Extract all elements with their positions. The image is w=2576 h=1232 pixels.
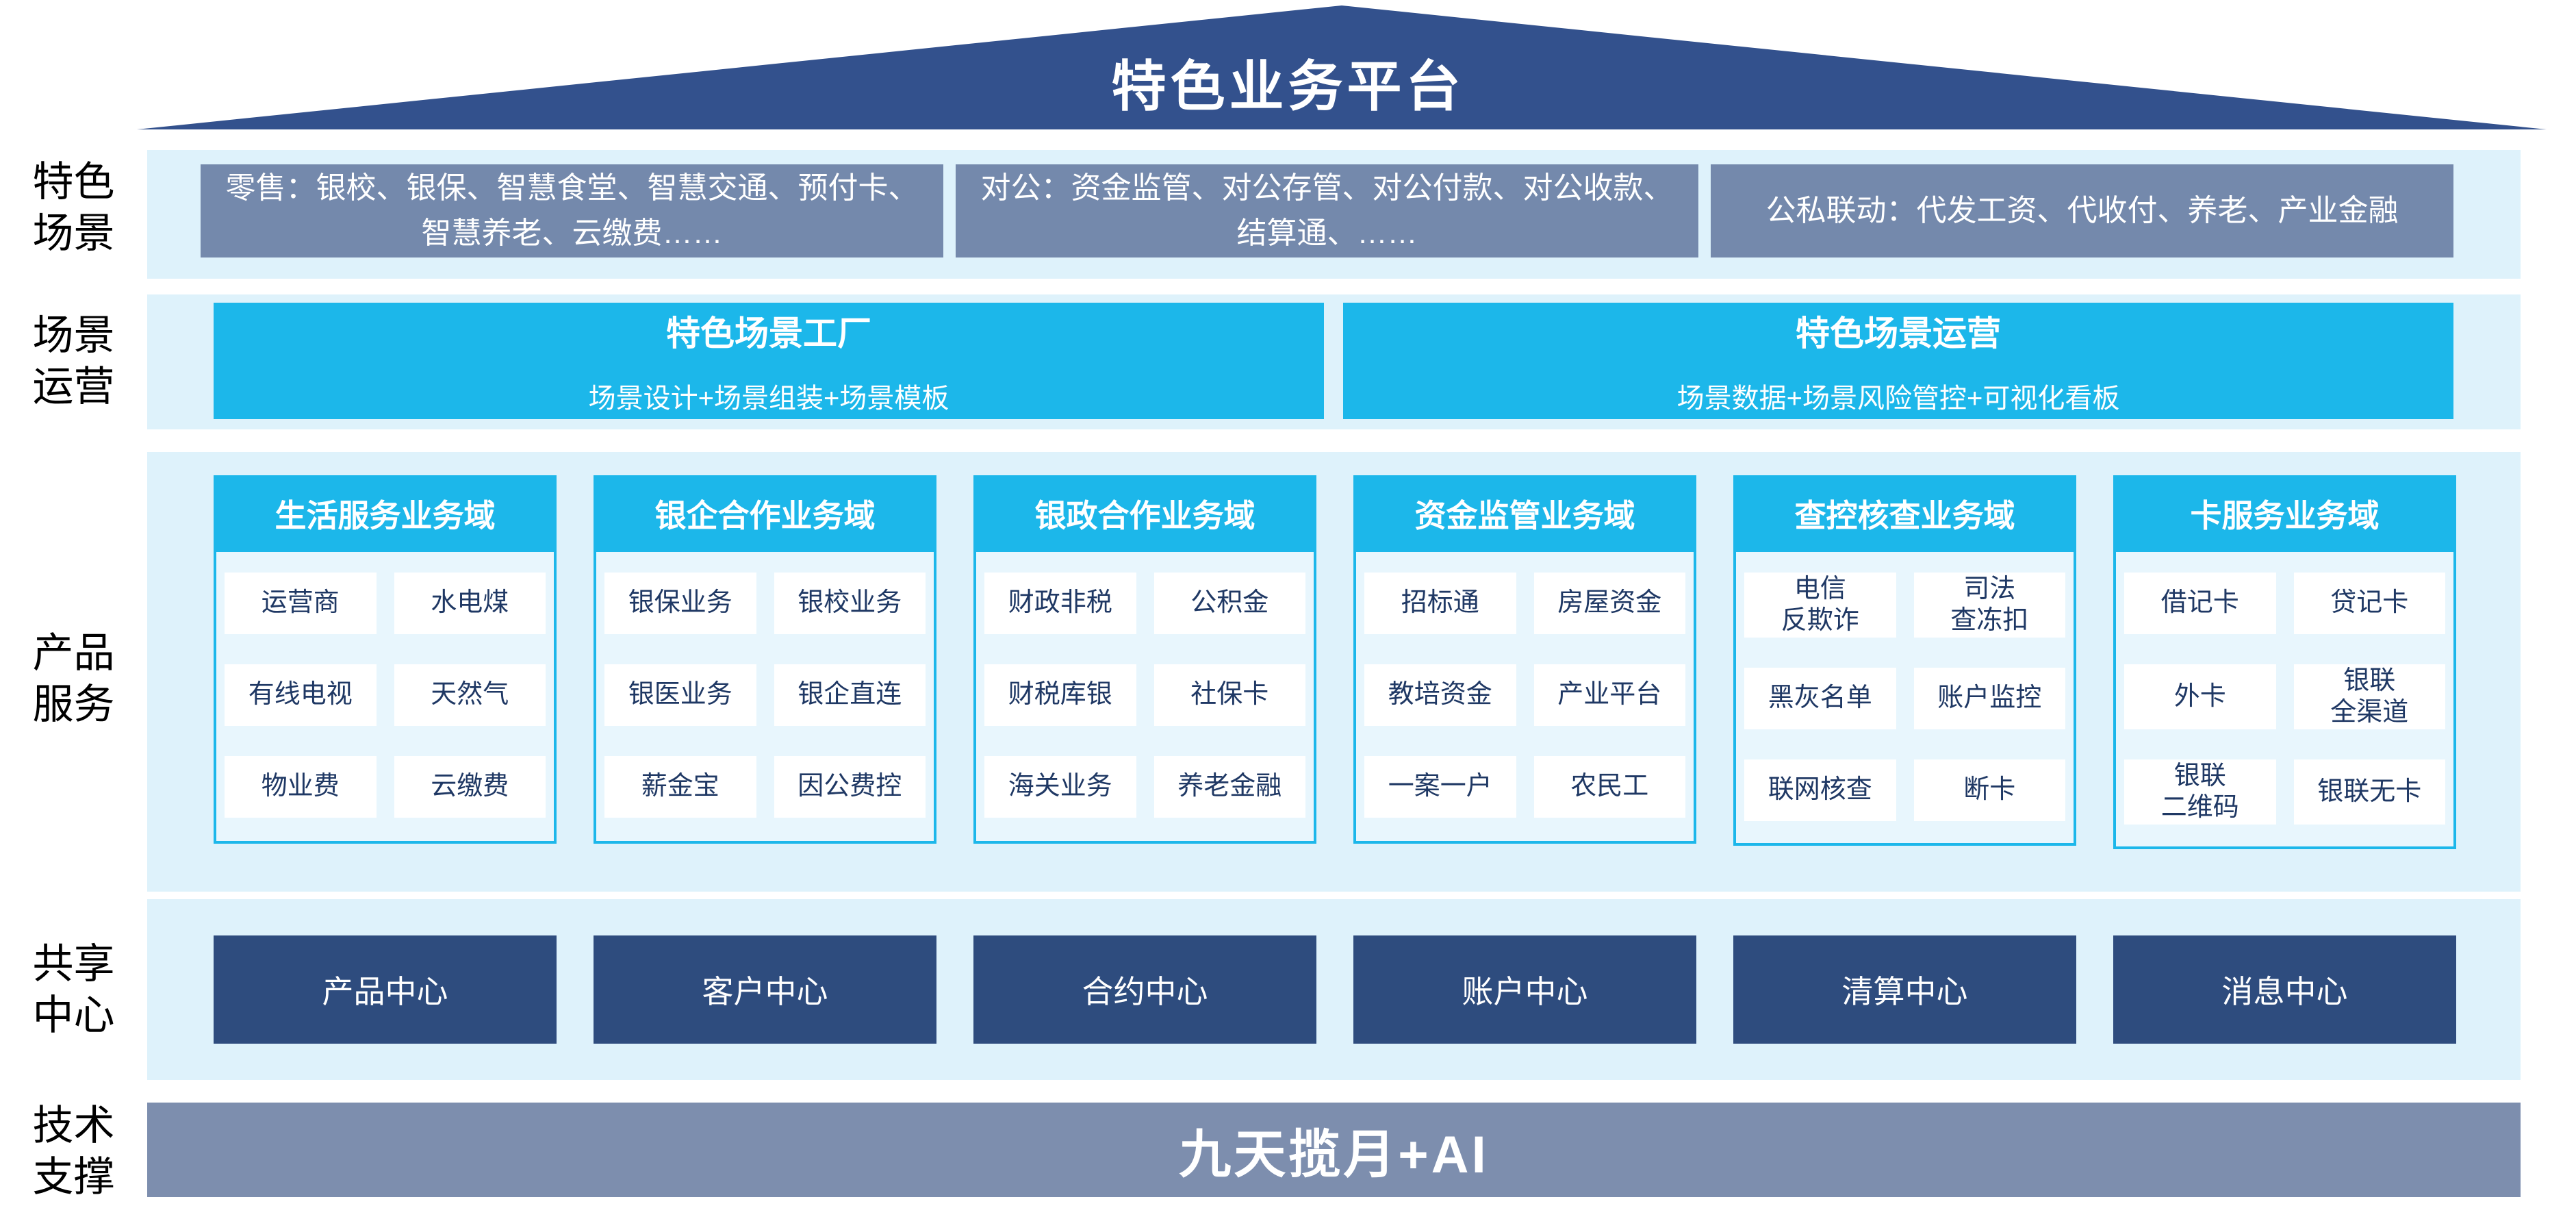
domain-column-life-services: 生活服务业务域 运营商 水电煤 有线电视 天然气 物业费 云缴费 <box>214 475 557 844</box>
side-label-line: 技术 <box>32 1103 115 1148</box>
side-label-tech-support: 技术 支撑 <box>0 1100 147 1203</box>
ops-box-scene-factory: 特色场景工厂 场景设计+场景组装+场景模板 <box>214 303 1324 419</box>
product-item: 教培资金 <box>1364 664 1516 726</box>
side-label-line: 运营 <box>32 364 115 410</box>
side-label-line: 中心 <box>32 992 115 1038</box>
side-label-line: 支撑 <box>32 1154 115 1200</box>
product-item: 银企直连 <box>774 664 926 726</box>
domain-column-bank-government: 银政合作业务域 财政非税 公积金 财税库银 社保卡 海关业务 养老金融 <box>973 475 1316 844</box>
product-item: 司法 查冻扣 <box>1913 573 2065 638</box>
product-item: 银联无卡 <box>2293 759 2445 825</box>
side-label-product-services: 产品 服务 <box>0 627 147 730</box>
domain-column-header: 银企合作业务域 <box>594 475 936 552</box>
product-item: 财税库银 <box>984 664 1136 726</box>
side-label-featured-scenes: 特色 场景 <box>0 156 147 259</box>
product-item: 云缴费 <box>394 756 546 818</box>
platform-title: 特色业务平台 <box>1111 56 1465 117</box>
product-item: 外卡 <box>2124 664 2276 730</box>
domain-column-body: 财政非税 公积金 财税库银 社保卡 海关业务 养老金融 <box>973 552 1316 844</box>
product-item: 银医业务 <box>604 664 756 726</box>
shared-center-clearing: 清算中心 <box>1733 935 2076 1044</box>
side-label-line: 产品 <box>32 630 115 676</box>
ops-box-title: 特色场景运营 <box>1796 314 2001 353</box>
product-item: 银校业务 <box>774 573 926 634</box>
product-item: 社保卡 <box>1153 664 1305 726</box>
product-domain-columns: 生活服务业务域 运营商 水电煤 有线电视 天然气 物业费 云缴费 银企合作业务域… <box>214 475 2456 850</box>
domain-column-body: 运营商 水电煤 有线电视 天然气 物业费 云缴费 <box>214 552 557 844</box>
side-label-line: 服务 <box>32 681 115 727</box>
product-item: 借记卡 <box>2124 573 2276 634</box>
operations-boxes: 特色场景工厂 场景设计+场景组装+场景模板 特色场景运营 场景数据+场景风险管控… <box>214 303 2453 419</box>
scene-box-public-private: 公私联动：代发工资、代收付、养老、产业金融 <box>1711 164 2453 257</box>
product-item: 产业平台 <box>1533 664 1685 726</box>
ops-box-scene-operation: 特色场景运营 场景数据+场景风险管控+可视化看板 <box>1343 303 2453 419</box>
shared-center-boxes: 产品中心 客户中心 合约中心 账户中心 清算中心 消息中心 <box>214 935 2456 1044</box>
scene-box-retail: 零售：银校、银保、智慧食堂、智慧交通、预付卡、智慧养老、云缴费…… <box>201 164 943 257</box>
featured-scenes-band: 零售：银校、银保、智慧食堂、智慧交通、预付卡、智慧养老、云缴费…… 对公：资金监… <box>147 150 2521 279</box>
product-item: 养老金融 <box>1153 756 1305 818</box>
ops-box-subtitle: 场景数据+场景风险管控+可视化看板 <box>1676 384 2120 414</box>
domain-column-bank-enterprise: 银企合作业务域 银保业务 银校业务 银医业务 银企直连 薪金宝 因公费控 <box>594 475 936 844</box>
tech-support-bar: 九天揽月+AI <box>147 1103 2521 1197</box>
side-label-line: 共享 <box>32 941 115 987</box>
scene-boxes: 零售：银校、银保、智慧食堂、智慧交通、预付卡、智慧养老、云缴费…… 对公：资金监… <box>201 164 2453 257</box>
shared-center-contract: 合约中心 <box>973 935 1316 1044</box>
product-item: 贷记卡 <box>2293 573 2445 634</box>
product-item: 因公费控 <box>774 756 926 818</box>
side-label-shared-centers: 共享 中心 <box>0 938 147 1041</box>
product-item: 黑灰名单 <box>1744 668 1896 730</box>
domain-column-header: 资金监管业务域 <box>1353 475 1696 552</box>
domain-column-card-services: 卡服务业务域 借记卡 贷记卡 外卡 银联 全渠道 银联 二维码 银联无卡 <box>2113 475 2456 850</box>
product-item: 一案一户 <box>1364 756 1516 818</box>
product-item: 薪金宝 <box>604 756 756 818</box>
domain-column-body: 银保业务 银校业务 银医业务 银企直连 薪金宝 因公费控 <box>594 552 936 844</box>
product-item: 房屋资金 <box>1533 573 1685 634</box>
product-item: 招标通 <box>1364 573 1516 634</box>
side-label-line: 场景 <box>32 210 115 256</box>
product-item: 运营商 <box>225 573 377 634</box>
product-item: 天然气 <box>394 664 546 726</box>
product-item: 财政非税 <box>984 573 1136 634</box>
product-item: 银联 全渠道 <box>2293 664 2445 730</box>
product-item: 账户监控 <box>1913 668 2065 730</box>
side-label-line: 特色 <box>32 159 115 205</box>
ops-box-subtitle: 场景设计+场景组装+场景模板 <box>588 384 949 414</box>
domain-column-header: 生活服务业务域 <box>214 475 557 552</box>
scene-operations-band: 特色场景工厂 场景设计+场景组装+场景模板 特色场景运营 场景数据+场景风险管控… <box>147 294 2521 429</box>
domain-column-body: 借记卡 贷记卡 外卡 银联 全渠道 银联 二维码 银联无卡 <box>2113 552 2456 850</box>
domain-column-inquiry-verification: 查控核查业务域 电信 反欺诈 司法 查冻扣 黑灰名单 账户监控 联网核查 断卡 <box>1733 475 2076 846</box>
domain-column-body: 电信 反欺诈 司法 查冻扣 黑灰名单 账户监控 联网核查 断卡 <box>1733 552 2076 846</box>
product-item: 农民工 <box>1533 756 1685 818</box>
product-item: 海关业务 <box>984 756 1136 818</box>
shared-center-product: 产品中心 <box>214 935 557 1044</box>
domain-column-header: 银政合作业务域 <box>973 475 1316 552</box>
domain-column-header: 查控核查业务域 <box>1733 475 2076 552</box>
shared-center-customer: 客户中心 <box>594 935 936 1044</box>
product-item: 断卡 <box>1913 759 2065 822</box>
side-label-line: 场景 <box>32 312 115 358</box>
product-item: 联网核查 <box>1744 759 1896 822</box>
product-item: 有线电视 <box>225 664 377 726</box>
domain-column-fund-supervision: 资金监管业务域 招标通 房屋资金 教培资金 产业平台 一案一户 农民工 <box>1353 475 1696 844</box>
shared-center-account: 账户中心 <box>1353 935 1696 1044</box>
product-services-band: 生活服务业务域 运营商 水电煤 有线电视 天然气 物业费 云缴费 银企合作业务域… <box>147 452 2521 892</box>
product-item: 银保业务 <box>604 573 756 634</box>
scene-box-corporate: 对公：资金监管、对公存管、对公付款、对公收款、结算通、…… <box>956 164 1698 257</box>
domain-column-header: 卡服务业务域 <box>2113 475 2456 552</box>
product-item: 银联 二维码 <box>2124 759 2276 825</box>
side-label-scene-operations: 场景 运营 <box>0 310 147 412</box>
product-item: 物业费 <box>225 756 377 818</box>
ops-box-title: 特色场景工厂 <box>666 314 871 353</box>
product-item: 公积金 <box>1153 573 1305 634</box>
product-item: 水电煤 <box>394 573 546 634</box>
shared-center-message: 消息中心 <box>2113 935 2456 1044</box>
domain-column-body: 招标通 房屋资金 教培资金 产业平台 一案一户 农民工 <box>1353 552 1696 844</box>
product-item: 电信 反欺诈 <box>1744 573 1896 638</box>
shared-centers-band: 产品中心 客户中心 合约中心 账户中心 清算中心 消息中心 <box>147 899 2521 1080</box>
